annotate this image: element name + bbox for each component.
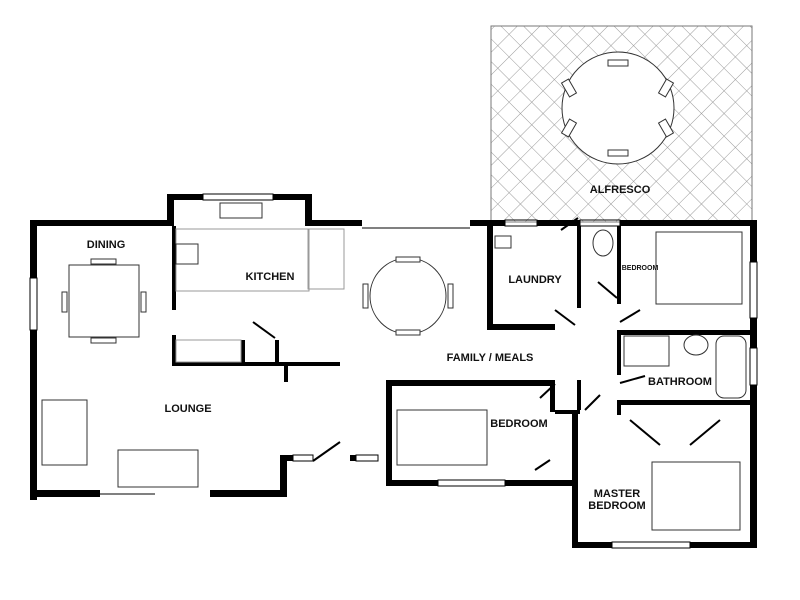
alfresco-table — [561, 51, 675, 165]
family-table — [362, 256, 454, 336]
label-laundry: LAUNDRY — [508, 274, 562, 286]
kitchen-fittings — [175, 202, 345, 363]
label-alfresco: ALFRESCO — [590, 184, 651, 196]
windows — [29, 193, 758, 549]
label-master-bedroom-2: BEDROOM — [588, 500, 645, 512]
label-bedroom: BEDROOM — [490, 418, 547, 430]
alfresco-area — [490, 25, 753, 223]
doors[interactable] — [252, 217, 721, 471]
beds — [396, 231, 743, 531]
walls — [30, 194, 757, 548]
sink-icon — [219, 202, 263, 219]
label-bathroom: BATHROOM — [648, 376, 712, 388]
label-bedroom-small: BEDROOM — [622, 265, 659, 272]
dining-table — [61, 258, 147, 344]
label-kitchen: KITCHEN — [246, 271, 295, 283]
sofas — [41, 399, 199, 488]
label-lounge: LOUNGE — [164, 403, 211, 415]
bathroom-fixtures — [494, 229, 747, 399]
label-dining: DINING — [87, 239, 126, 251]
label-master-bedroom-1: MASTER — [594, 488, 641, 500]
cooktop-icon — [175, 243, 199, 265]
alfresco-chairs — [560, 59, 675, 157]
label-family-meals: FAMILY / MEALS — [447, 352, 534, 364]
